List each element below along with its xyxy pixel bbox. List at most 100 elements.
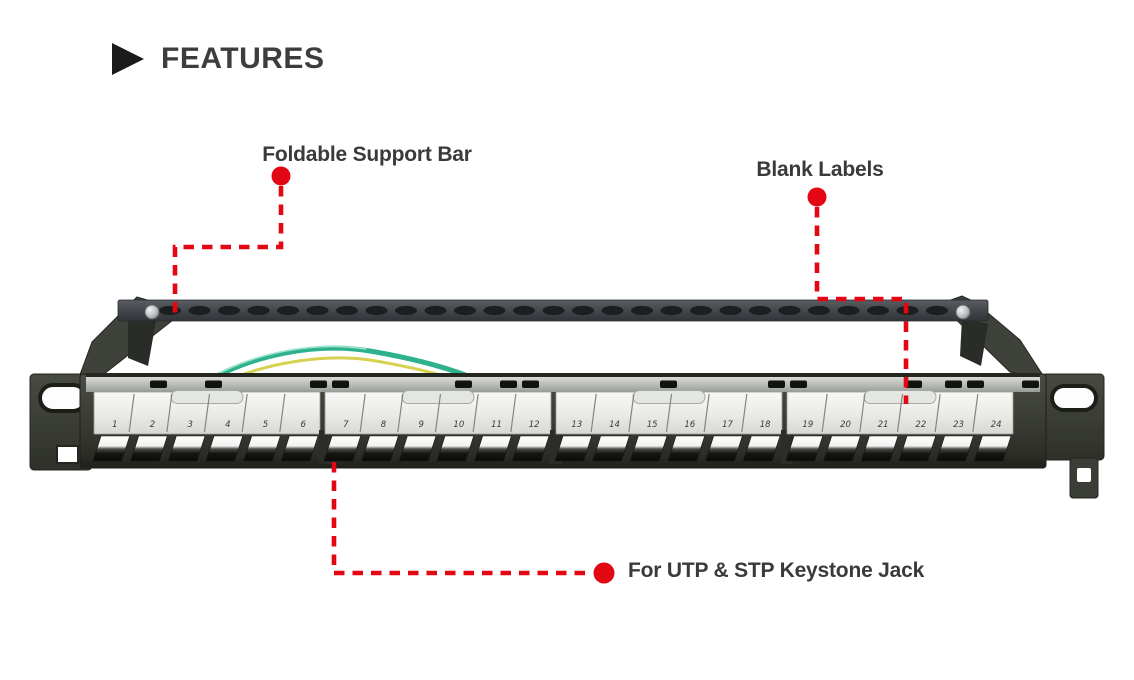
- support-bar-hole: [601, 305, 624, 316]
- port-divider: [434, 393, 442, 433]
- keystone-opening: [436, 435, 475, 462]
- support-bar-hole: [719, 305, 742, 316]
- support-bar-hole: [837, 305, 860, 316]
- keystone-opening: [92, 435, 131, 462]
- features-header: FEATURES: [112, 42, 324, 76]
- port-divider: [703, 393, 710, 433]
- port-number: 24: [991, 420, 1002, 430]
- keystone-opening: [205, 435, 244, 462]
- support-bar-hole: [660, 305, 683, 316]
- port-number: 5: [263, 420, 268, 430]
- keystone-opening: [474, 435, 512, 462]
- port-divider: [359, 393, 366, 433]
- keystone-opening: [860, 435, 899, 462]
- port-number: 15: [647, 420, 658, 430]
- rim-latch-slot: [455, 380, 472, 388]
- port-number: 19: [802, 420, 813, 430]
- support-bar-hole: [867, 305, 889, 316]
- port-divider: [203, 393, 211, 433]
- callout-label-blank-labels: Blank Labels: [756, 158, 884, 181]
- rim-latch-slot: [205, 380, 222, 388]
- callout-line-keystone: [331, 462, 592, 576]
- support-bar-hole: [159, 305, 181, 316]
- support-bar-hole: [454, 305, 476, 316]
- port-divider: [896, 393, 904, 433]
- port-number: 8: [381, 420, 387, 430]
- foldable-support-bar: [77, 295, 1048, 381]
- support-bar-hole: [513, 305, 535, 316]
- support-bar-hole: [188, 305, 211, 316]
- support-bar-hole: [365, 305, 388, 316]
- rim-latch-slot: [500, 380, 517, 388]
- panel-top-edge: [86, 373, 1040, 377]
- rim-latch-slot: [150, 380, 167, 388]
- rim-latch-slot: [945, 380, 962, 388]
- support-bar-holes: [159, 305, 948, 316]
- label-strip-pull-tab: [401, 390, 475, 404]
- left-hinge-flap: [128, 316, 156, 366]
- port-number: 17: [722, 420, 733, 430]
- keystone-opening: [629, 435, 668, 462]
- rim-latch-slots: [150, 380, 1039, 388]
- port-number: 2: [150, 420, 155, 430]
- support-bar-hole: [306, 305, 329, 316]
- port-divider: [166, 393, 173, 433]
- port-divider: [279, 393, 286, 433]
- port-divider: [397, 393, 404, 433]
- support-bar-hole: [424, 305, 447, 316]
- support-bar-hole: [336, 305, 358, 316]
- page-title: FEATURES: [161, 42, 325, 75]
- support-bar-hole: [277, 305, 299, 316]
- label-strip-pull-tab: [632, 390, 706, 404]
- port-divider: [241, 393, 248, 433]
- port-number: 6: [300, 420, 306, 430]
- port-divider: [665, 393, 673, 433]
- support-bar-hole: [395, 305, 417, 316]
- callout-line-support-bar: [172, 186, 284, 318]
- rim-latch-slot: [522, 380, 539, 388]
- keystone-opening: [705, 435, 743, 462]
- support-bar-hole: [926, 305, 948, 316]
- port-number: 20: [840, 420, 851, 430]
- port-divider: [821, 393, 828, 433]
- keystone-opening: [936, 435, 974, 462]
- port-divider: [972, 393, 979, 433]
- callout-dot-keystone: [593, 562, 615, 584]
- port-number: 11: [491, 420, 502, 430]
- keystone-opening: [898, 435, 937, 462]
- rim-latch-slot: [790, 380, 807, 388]
- rim-latch-slot: [768, 380, 785, 388]
- keystone-opening: [511, 435, 550, 462]
- rim-latch-slot: [660, 380, 677, 388]
- keystone-opening: [398, 435, 437, 462]
- support-bar-hole: [749, 305, 771, 316]
- keystone-opening: [554, 435, 593, 462]
- callout-dot-blank-labels: [807, 187, 827, 207]
- port-divider: [934, 393, 941, 433]
- keystone-opening: [823, 435, 861, 462]
- ground-wire-highlight: [199, 345, 367, 385]
- keystone-opening: [742, 435, 781, 462]
- support-bar-hole: [542, 305, 565, 316]
- keystone-opening: [323, 435, 362, 462]
- support-bar-hole: [218, 305, 240, 316]
- port-divider: [741, 393, 748, 433]
- label-strip-pull-tab: [170, 390, 244, 404]
- port-number: 16: [684, 420, 695, 430]
- port-number: 18: [760, 420, 771, 430]
- keystone-opening: [592, 435, 630, 462]
- port-divider: [590, 393, 597, 433]
- support-bar-hole: [690, 305, 712, 316]
- port-divider: [628, 393, 635, 433]
- port-divider: [472, 393, 479, 433]
- keystone-opening: [667, 435, 706, 462]
- right-hinge-flap: [960, 318, 988, 366]
- rim-latch-slot: [1022, 380, 1039, 388]
- port-number: 10: [453, 420, 464, 430]
- port-number: 22: [915, 420, 926, 430]
- port-number: 14: [609, 420, 620, 430]
- port-number: 23: [953, 420, 964, 430]
- left-ear-notch: [56, 445, 79, 464]
